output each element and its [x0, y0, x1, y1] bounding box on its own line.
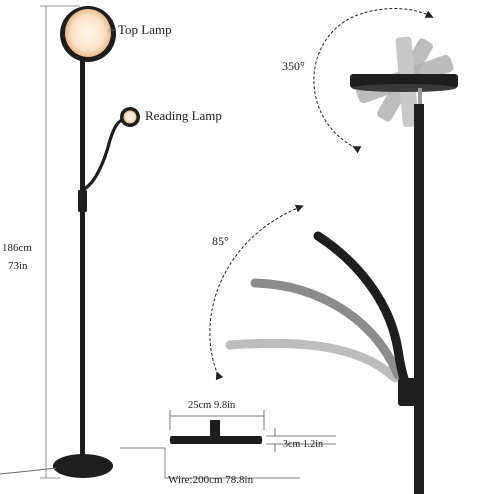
height-cm-label: 186cm: [2, 242, 32, 254]
lamp-base: [53, 454, 113, 478]
base-height-label: 3cm 1.2in: [283, 439, 323, 450]
switch-box: [78, 190, 87, 212]
power-wire: [0, 467, 57, 475]
top-lamp-label: Top Lamp: [118, 22, 172, 37]
bend-illustration: [209, 204, 416, 422]
reading-lamp-light: [123, 110, 137, 124]
bend-arrow: [209, 204, 304, 381]
bend-angle-label: 85°: [212, 234, 229, 248]
rotation-illustration: [313, 8, 458, 494]
rotate-angle-label: 350°: [282, 59, 305, 73]
wire-length-label: Wire:200cm 78.8in: [168, 474, 254, 486]
ghost-arm-low: [225, 338, 400, 383]
main-pole: [80, 58, 85, 458]
rotation-arrow: [313, 8, 434, 154]
reading-lamp-label: Reading Lamp: [145, 108, 222, 123]
wire-leader: [120, 447, 300, 479]
height-in-label: 73in: [8, 260, 28, 272]
base-plate: [170, 436, 262, 444]
full-lamp: [0, 6, 140, 478]
height-dimension: [40, 5, 80, 479]
reading-arm: [313, 231, 413, 395]
gooseneck-arm: [81, 118, 123, 192]
base-detail: [169, 410, 336, 452]
base-width-label: 25cm 9.8in: [188, 400, 236, 411]
top-lamp-light: [65, 9, 111, 57]
right-pole: [414, 104, 424, 494]
